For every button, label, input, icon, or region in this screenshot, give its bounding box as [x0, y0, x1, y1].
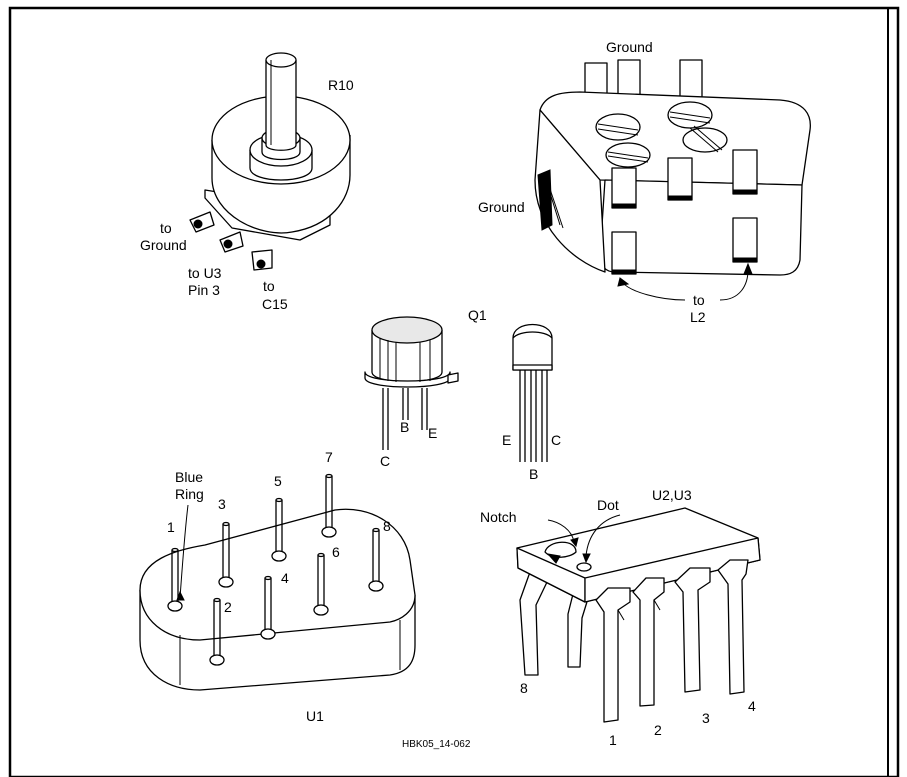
- label-notch: Notch: [480, 509, 517, 525]
- label-q1p-collector: C: [551, 432, 561, 448]
- label-q1p-emitter: E: [502, 432, 511, 448]
- u1-pins: [167, 473, 384, 666]
- transistor-q1-metal-can: Q1 B E C: [364, 307, 487, 469]
- label-u1-pin8: 8: [383, 518, 391, 534]
- label-q1-base: B: [400, 419, 409, 435]
- label-q1: Q1: [468, 307, 487, 323]
- figure-id: HBK05_14-062: [402, 739, 471, 750]
- label-ic-pin8: 8: [520, 680, 528, 696]
- label-u1-pin7: 7: [325, 449, 333, 465]
- label-u1-pin4: 4: [281, 570, 289, 586]
- label-ic-pin4: 4: [748, 698, 756, 714]
- label-u1-pin2: 2: [224, 599, 232, 615]
- label-blue-ring-2: Ring: [175, 486, 204, 502]
- coil-can-l2: Ground Ground to L2: [478, 39, 811, 325]
- label-to-l2-2: L2: [690, 309, 706, 325]
- label-u1-pin3: 3: [218, 496, 226, 512]
- label-to-u3: to U3: [188, 265, 222, 281]
- module-u1: Blue Ring 1 2 3 4 5 6 7 8 U1: [139, 449, 416, 724]
- label-ic-pin2: 2: [654, 722, 662, 738]
- label-to-ground-2: Ground: [140, 237, 187, 253]
- label-blue-ring-1: Blue: [175, 469, 203, 485]
- label-u2-u3: U2,U3: [652, 487, 692, 503]
- label-ground-side: Ground: [478, 199, 525, 215]
- label-q1p-base: B: [529, 466, 538, 482]
- label-to-l2-1: to: [693, 292, 705, 308]
- label-pin3: Pin 3: [188, 282, 220, 298]
- label-u1-pin6: 6: [332, 544, 340, 560]
- label-ground-top: Ground: [606, 39, 653, 55]
- label-ic-pin1: 1: [609, 732, 617, 748]
- label-u1: U1: [306, 708, 324, 724]
- label-u1-pin1: 1: [167, 519, 175, 535]
- label-to-c15-1: to: [263, 278, 275, 294]
- label-dot: Dot: [597, 497, 619, 513]
- label-u1-pin5: 5: [274, 473, 282, 489]
- label-ic-pin3: 3: [702, 710, 710, 726]
- transistor-q1-plastic: E C B: [502, 324, 561, 482]
- potentiometer-r10: R10 to Ground to U3 Pin 3 to C15: [140, 52, 354, 312]
- label-q1-collector: C: [380, 453, 390, 469]
- label-q1-emitter: E: [428, 425, 437, 441]
- label-r10: R10: [328, 77, 354, 93]
- label-to-ground-1: to: [160, 220, 172, 236]
- label-to-c15-2: C15: [262, 296, 288, 312]
- dip-ic-u2-u3: U2,U3 Notch Dot 8 1 2 3 4: [480, 487, 761, 748]
